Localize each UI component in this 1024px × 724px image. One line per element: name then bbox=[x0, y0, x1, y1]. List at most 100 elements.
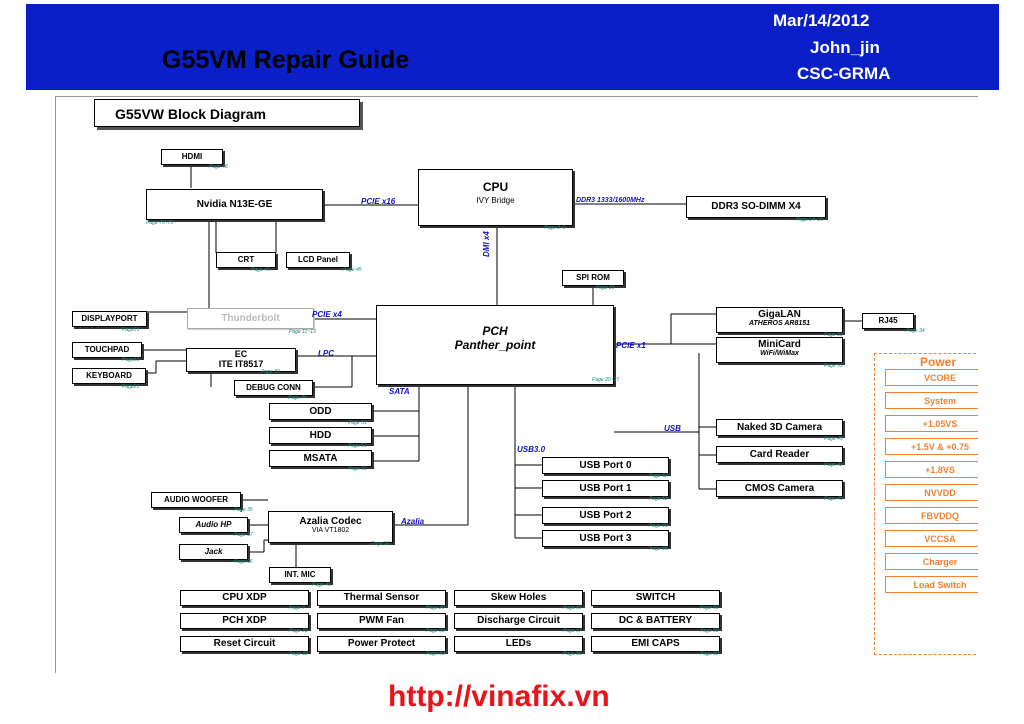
power-item-1-8vs: +1.8VS bbox=[885, 461, 978, 478]
footer-url-link[interactable]: http://vinafix.vn bbox=[388, 680, 610, 713]
page-ref: Page 32 bbox=[289, 651, 308, 657]
page-ref: Page 66 bbox=[649, 546, 668, 552]
page-ref: Page 52 bbox=[649, 496, 668, 502]
page-ref: Page 44 bbox=[288, 395, 307, 401]
power-protect-block: Power Protect bbox=[317, 636, 446, 652]
odd-block: ODD bbox=[269, 403, 372, 420]
page-ref: Page 46 bbox=[251, 267, 270, 273]
power-item-nvvdd: NVVDD bbox=[885, 484, 978, 501]
power-item-system: System bbox=[885, 392, 978, 409]
diagram-title: G55VW Block Diagram bbox=[94, 99, 360, 127]
page-ref: Page 48 bbox=[209, 164, 228, 170]
page-ref: Page 56 bbox=[563, 651, 582, 657]
azalia-codec-block: Azalia Codec VIA VT1802 bbox=[268, 511, 393, 543]
bus-lpc: LPC bbox=[318, 349, 334, 358]
page-ref: Page 66 bbox=[649, 523, 668, 529]
page-ref: Page 58 bbox=[700, 628, 719, 634]
page-ref: Page 45 bbox=[343, 267, 362, 273]
page-ref: Page 23 bbox=[289, 628, 308, 634]
minicard-sub-label: WiFi/WiMax bbox=[760, 350, 799, 357]
msata-block: MSATA bbox=[269, 450, 372, 467]
bus-sata: SATA bbox=[389, 387, 410, 396]
page-ref: Page 37 bbox=[234, 532, 253, 538]
ec-label: EC bbox=[234, 349, 248, 359]
bus-dmi-x4: DMI x4 bbox=[482, 231, 491, 257]
discharge-circuit-block: Discharge Circuit bbox=[454, 613, 583, 629]
block-diagram-slide: G55VW Block Diagram bbox=[55, 96, 978, 673]
lcd-panel-block: LCD Panel bbox=[286, 252, 350, 268]
pwm-fan-block: PWM Fan bbox=[317, 613, 446, 629]
header-date: Mar/14/2012 bbox=[773, 11, 870, 30]
page-ref: Page 45 bbox=[824, 496, 843, 502]
page-ref: Page 56 bbox=[700, 605, 719, 611]
power-item-vcore: VCORE bbox=[885, 369, 978, 386]
audio-woofer-block: AUDIO WOOFER bbox=[151, 492, 241, 508]
page-ref: Page 20~27 bbox=[592, 377, 620, 383]
page-ref: Page13 bbox=[122, 327, 140, 333]
dc-battery-block: DC & BATTERY bbox=[591, 613, 720, 629]
bus-azalia: Azalia bbox=[401, 517, 425, 526]
azalia-sub-label: VIA VT1802 bbox=[311, 527, 350, 534]
cpu-sub-label: IVY Bridge bbox=[476, 196, 515, 205]
power-title: Power bbox=[920, 355, 957, 369]
debug-conn-block: DEBUG CONN bbox=[234, 380, 313, 396]
bus-pcie-x1: PCIE x1 bbox=[616, 341, 646, 350]
page-ref: Page 11~13 bbox=[289, 329, 316, 335]
pch-block: PCH Panther_point bbox=[376, 305, 614, 385]
switch-block: SWITCH bbox=[591, 590, 720, 606]
gigalan-sub-label: ATHEROS AR8151 bbox=[748, 320, 811, 327]
pch-label: PCH bbox=[482, 324, 508, 338]
page-ref: Page 70~79 bbox=[146, 220, 174, 226]
hdd-block: HDD bbox=[269, 427, 372, 444]
bus-usb3: USB3.0 bbox=[517, 445, 546, 454]
page-ref: Page 35 bbox=[234, 507, 253, 513]
rj45-block: RJ45 bbox=[862, 313, 914, 329]
page-ref: Page 51 bbox=[348, 466, 367, 472]
int-mic-block: INT. MIC bbox=[269, 567, 331, 583]
header-author: John_jin bbox=[810, 38, 880, 57]
minicard-block: MiniCard WiFi/WiMax bbox=[716, 337, 843, 363]
page-ref: Page 66 bbox=[234, 559, 253, 565]
header-dept: CSC-GRMA bbox=[797, 64, 891, 83]
cpu-xdp-block: CPU XDP bbox=[180, 590, 309, 606]
page-ref: Page 20 bbox=[426, 605, 445, 611]
power-item-load-switch: Load Switch bbox=[885, 576, 978, 593]
cpu-label: CPU bbox=[482, 180, 509, 194]
skew-holes-block: Skew Holes bbox=[454, 590, 583, 606]
cpu-block: CPU IVY Bridge bbox=[418, 169, 573, 226]
page-ref: Page 34 bbox=[906, 328, 925, 334]
crt-block: CRT bbox=[216, 252, 276, 268]
ec-block: EC ITE IT8517 bbox=[186, 348, 296, 372]
usb-port-2-block: USB Port 2 bbox=[542, 507, 669, 524]
power-item-1-05vs: +1.05VS bbox=[885, 415, 978, 432]
bus-pcie-x4: PCIE x4 bbox=[312, 310, 342, 319]
page-ref: Page 57 bbox=[563, 628, 582, 634]
bus-pcie-x16: PCIE x16 bbox=[361, 197, 396, 206]
ec-sub-label: ITE IT8517 bbox=[218, 359, 264, 369]
usb-port-1-block: USB Port 1 bbox=[542, 480, 669, 497]
pch-sub-label: Panther_point bbox=[454, 338, 536, 352]
page-title: G55VM Repair Guide bbox=[162, 46, 410, 74]
power-item-1-5v: +1.5V & +0.75 bbox=[885, 438, 978, 455]
page-ref: Page21 bbox=[122, 384, 140, 390]
page-ref: Page 45 bbox=[312, 582, 331, 588]
page-ref: Page 29 bbox=[596, 285, 615, 291]
azalia-label: Azalia Codec bbox=[299, 516, 362, 527]
spi-rom-block: SPI ROM bbox=[562, 270, 624, 286]
page-ref: Page 45 bbox=[824, 436, 843, 442]
emi-caps-block: EMI CAPS bbox=[591, 636, 720, 652]
page-ref: Page 69 bbox=[700, 651, 719, 657]
page-ref: Page 36 bbox=[371, 541, 390, 547]
jack-block: Jack bbox=[179, 544, 248, 560]
header-banner bbox=[26, 4, 999, 90]
page-ref: Page 52 bbox=[649, 473, 668, 479]
naked-3d-camera-block: Naked 3D Camera bbox=[716, 419, 843, 436]
page-ref: Page 51 bbox=[348, 443, 367, 449]
power-item-vccsa: VCCSA bbox=[885, 530, 978, 547]
page-ref: Page 59 bbox=[426, 651, 445, 657]
thunderbolt-block: Thunderbolt bbox=[187, 308, 314, 329]
page-ref: Page 53 bbox=[824, 363, 843, 369]
power-panel bbox=[874, 353, 978, 655]
thermal-sensor-block: Thermal Sensor bbox=[317, 590, 446, 606]
power-item-charger: Charger bbox=[885, 553, 978, 570]
